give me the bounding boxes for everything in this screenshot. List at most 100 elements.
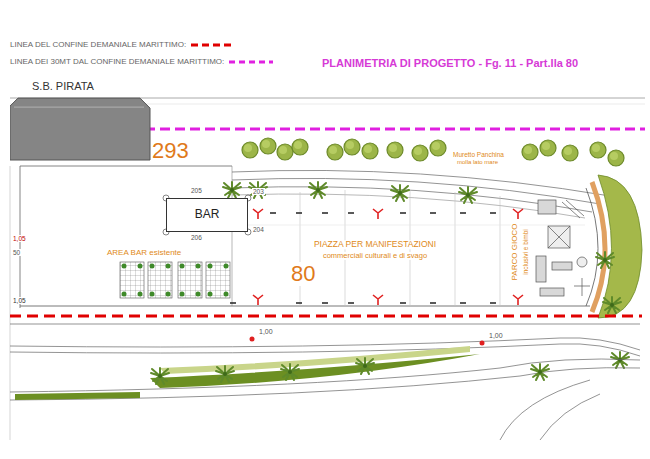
bar-tables-part	[180, 264, 185, 269]
level-mark: 1,05	[12, 297, 27, 304]
benches-part	[490, 212, 496, 214]
benches-part	[270, 212, 276, 214]
bar-tables	[120, 262, 230, 298]
bar-tables-part	[122, 264, 229, 297]
point-number: 205	[190, 187, 203, 194]
bar-box: BAR	[166, 198, 248, 232]
benches-part	[348, 212, 354, 214]
palms-upper-part	[459, 187, 477, 203]
benches-part	[296, 212, 302, 214]
playground-part	[536, 256, 546, 282]
playground-part	[552, 262, 572, 270]
bar-tables-part	[148, 262, 172, 298]
box-label: BAR	[195, 208, 220, 221]
bar-tables-part	[208, 292, 213, 297]
lower-road-part	[540, 394, 600, 440]
benches-part	[400, 212, 406, 214]
benches-part	[322, 302, 328, 304]
level-mark: 1,05	[12, 235, 27, 242]
legend-text: LINEA DEI 30MT DAL CONFINE DEMANIALE MAR…	[10, 58, 224, 67]
lamps-part	[373, 295, 383, 305]
palms-lower	[151, 358, 549, 384]
area-label: inclusivi e bimbi	[522, 228, 529, 276]
bar-tables-part	[150, 264, 155, 269]
lamps-part	[513, 209, 523, 219]
benches-part	[400, 302, 406, 304]
point-number: 203	[252, 188, 265, 195]
trees-part	[522, 144, 538, 160]
lot-outline-part	[20, 166, 232, 167]
bar-tables-part	[208, 264, 213, 269]
palms-lower-part	[531, 364, 549, 380]
palms-upper	[223, 182, 477, 203]
bar-tables-part	[138, 264, 143, 269]
benches-part	[230, 302, 236, 304]
bar-tables-part	[166, 292, 171, 297]
area-label: PIAZZA PER MANIFESTAZIONI	[313, 240, 437, 249]
area-label: commerciali culturali e di svago	[322, 252, 428, 260]
trees-part	[344, 139, 360, 155]
roof-ridge	[14, 107, 144, 108]
trees-part	[412, 145, 428, 161]
round-garden-part	[592, 182, 605, 312]
level-mark: 50	[12, 249, 21, 256]
lamps-part	[253, 209, 263, 219]
legend-line	[191, 44, 235, 47]
palms-lower-part	[356, 358, 374, 374]
trees-part	[327, 144, 343, 160]
piazza-grid-part	[232, 225, 585, 226]
lower-road-part	[10, 338, 640, 350]
bar-tables-part	[224, 292, 229, 297]
point-number: 204	[252, 226, 265, 233]
benches-part	[430, 302, 436, 304]
round-garden-part	[596, 252, 614, 268]
playground-part	[540, 288, 564, 296]
level-markers	[250, 337, 485, 346]
bar-tables-part	[166, 264, 171, 269]
lamps-part	[513, 295, 523, 305]
bar-points	[163, 195, 251, 235]
legend-text: LINEA DEL CONFINE DEMANIALE MARITTIMO:	[10, 41, 186, 50]
piazza-grid-part	[300, 192, 301, 306]
bar-tables-part	[206, 262, 230, 298]
bar-tables-part	[178, 262, 202, 298]
lower-road	[10, 324, 640, 440]
area-label: PARCO GIOCO	[511, 223, 520, 282]
palms-upper-part	[309, 182, 327, 198]
playground-part	[548, 226, 570, 248]
lower-road-part	[500, 380, 590, 440]
parcel-number: 80	[290, 262, 316, 286]
benches-part	[322, 212, 328, 214]
promenade-curves	[232, 170, 610, 218]
playground-part	[538, 200, 556, 214]
lot-outline-part	[20, 306, 590, 307]
lower-road-part	[10, 324, 640, 325]
lot-outline-part	[10, 166, 11, 440]
legend-line-sample	[229, 59, 275, 65]
bar-tables-part	[196, 292, 201, 297]
legend-line-sample	[191, 42, 237, 48]
green-strips-part	[15, 392, 140, 400]
bar-tables-part	[196, 264, 201, 269]
trees	[242, 138, 624, 166]
bar-tables-part	[138, 292, 143, 297]
playground-part	[562, 200, 584, 218]
playground-part	[577, 257, 587, 267]
bar-tables-part	[224, 264, 229, 269]
maritime-boundary-line	[10, 316, 642, 317]
trees-part	[260, 138, 276, 154]
lower-road-part	[10, 344, 640, 356]
trees-part	[590, 142, 606, 158]
bar-tables-part	[150, 292, 155, 297]
round-garden-part	[586, 188, 598, 306]
palms-upper-part	[391, 185, 409, 201]
benches-part	[430, 212, 436, 214]
trees-part	[242, 142, 258, 158]
level-markers-part	[250, 337, 255, 342]
benches-part	[460, 302, 466, 304]
green-strips-part	[160, 346, 470, 374]
promenade-curves-part	[232, 194, 585, 218]
playground	[536, 200, 590, 296]
bar-tables-part	[122, 264, 127, 269]
